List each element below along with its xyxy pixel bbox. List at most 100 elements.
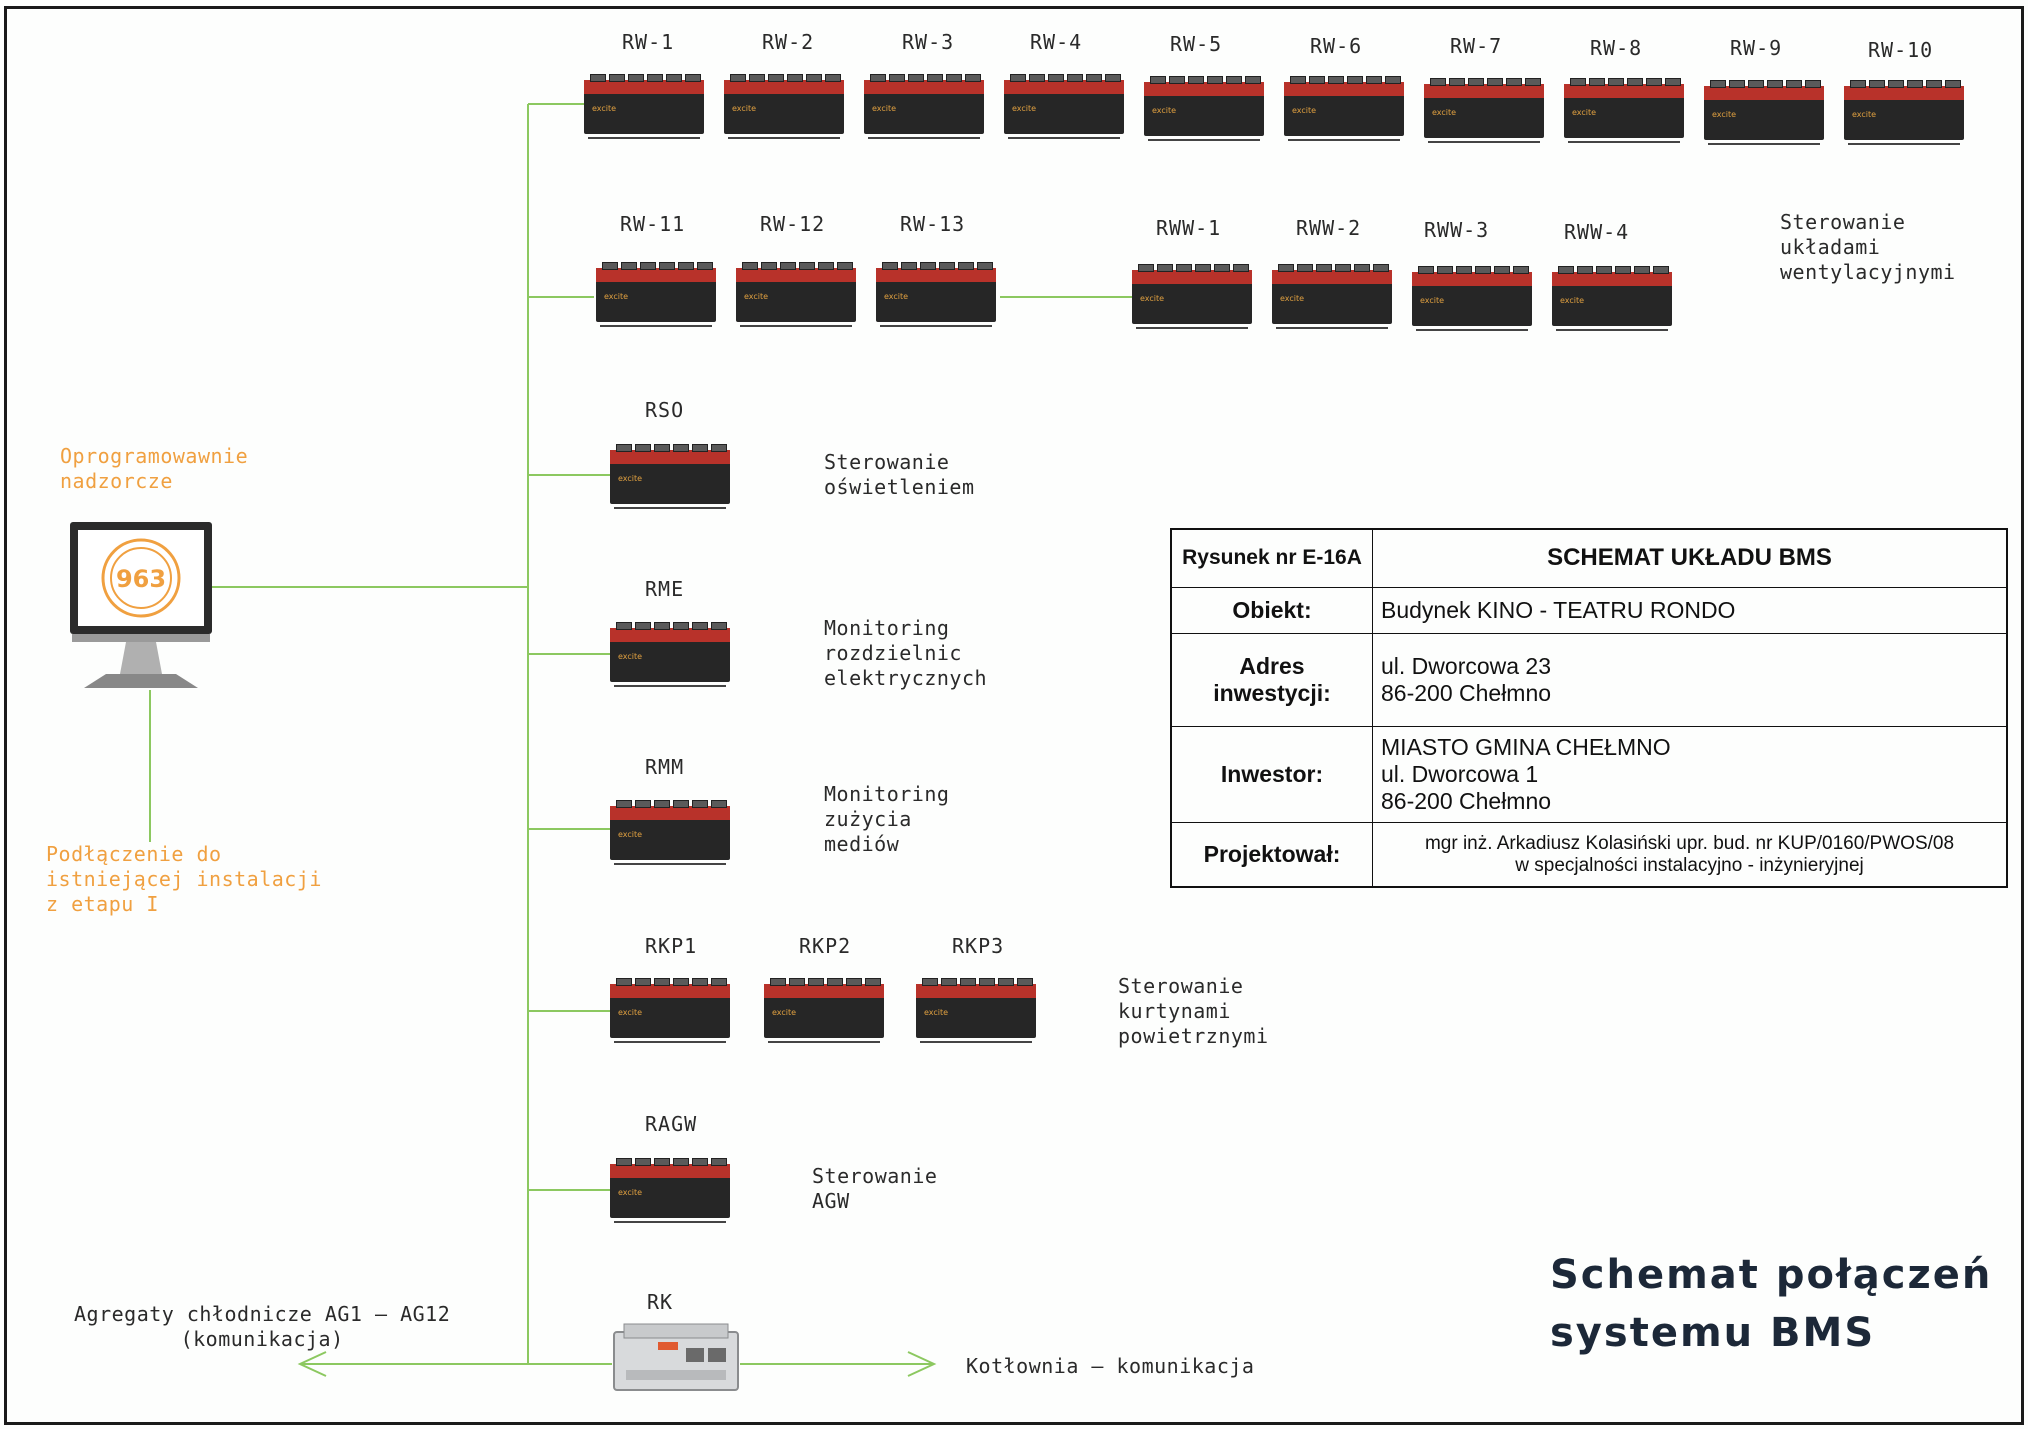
diagram-title-line2: systemu BMS (1550, 1310, 1876, 1356)
device-brand: excite (1560, 296, 1585, 305)
terminal-block (590, 74, 606, 82)
terminal-block (965, 74, 981, 82)
terminal-block (711, 444, 727, 452)
terminal-block (837, 262, 853, 270)
device-bottom-terminals (768, 1036, 880, 1043)
device-red-band (610, 984, 730, 998)
terminal-block (1608, 78, 1624, 86)
address-line: ul. Dworcowa 23 (1381, 652, 1552, 679)
controller-device: excite (916, 978, 1036, 1043)
controller-device: excite (1272, 264, 1392, 329)
lighting-description: Sterowanie oświetleniem (824, 450, 975, 499)
terminal-block (1278, 264, 1294, 272)
controller-device: excite (1424, 78, 1544, 143)
terminal-block (1615, 266, 1631, 274)
curtains-description: Sterowanie kurtynami powietrznymi (1118, 974, 1269, 1048)
device-red-band (1412, 272, 1532, 286)
device-red-band (724, 80, 844, 94)
designer-value: mgr inż. Arkadiusz Kolasiński upr. bud. … (1372, 822, 2008, 888)
device-label: RW-5 (1170, 32, 1223, 56)
device-red-band (1424, 84, 1544, 98)
device-brand: excite (618, 652, 643, 661)
terminal-block (654, 1158, 670, 1166)
device-brand: excite (1140, 294, 1165, 303)
device-red-band (610, 628, 730, 642)
terminal-block (635, 622, 651, 630)
switchboards-description: Monitoring rozdzielnic elektrycznych (824, 616, 988, 690)
device-bottom-terminals (600, 320, 712, 327)
terminal-block (1869, 80, 1885, 88)
device-body (876, 276, 996, 322)
device-label: RW-9 (1730, 36, 1783, 60)
device-brand: excite (1432, 108, 1457, 117)
device-red-band (1144, 82, 1264, 96)
terminal-block (692, 444, 708, 452)
existing-installation-label: Podłączenie do istniejącej instalacji z … (46, 842, 322, 916)
device-bottom-terminals (1276, 322, 1388, 329)
device-label: RW-2 (762, 30, 815, 54)
device-bottom-terminals (614, 502, 726, 509)
terminal-block (1048, 74, 1064, 82)
terminal-block (659, 262, 675, 270)
device-label: RW-8 (1590, 36, 1643, 60)
device-brand: excite (618, 1188, 643, 1197)
controller-device: excite (864, 74, 984, 139)
controller-device: excite (1144, 76, 1264, 141)
terminal-block (749, 74, 765, 82)
device-body (584, 88, 704, 134)
supervisory-software-label: Oprogramowawnie nadzorcze (60, 444, 249, 493)
device-label: RW-11 (620, 212, 686, 236)
terminal-block (1558, 266, 1574, 274)
device-label: RMM (645, 755, 685, 779)
device-label: RAGW (645, 1112, 698, 1136)
terminal-block (1570, 78, 1586, 86)
terminal-block (1086, 74, 1102, 82)
terminal-block (1653, 266, 1669, 274)
terminal-block (1767, 80, 1783, 88)
device-red-band (864, 80, 984, 94)
device-brand: excite (772, 1008, 797, 1017)
terminal-block (692, 800, 708, 808)
device-red-band (1132, 270, 1252, 284)
controller-device: excite (584, 74, 704, 139)
title-block-row: Inwestor: MIASTO GMINA CHEŁMNO ul. Dworc… (1170, 725, 2008, 824)
designer-label: Projektował: (1170, 822, 1373, 888)
terminal-block (1157, 264, 1173, 272)
terminal-block (827, 978, 843, 986)
controller-device: excite (876, 262, 996, 327)
terminal-block (1710, 80, 1726, 88)
device-label: RKP3 (952, 934, 1005, 958)
terminal-block (616, 444, 632, 452)
terminal-block (1067, 74, 1083, 82)
terminal-block (685, 74, 701, 82)
device-label: RW-13 (900, 212, 966, 236)
terminal-block (998, 978, 1014, 986)
terminal-block (616, 1158, 632, 1166)
terminal-block (711, 1158, 727, 1166)
device-bottom-terminals (1708, 138, 1820, 145)
terminal-block (654, 978, 670, 986)
chillers-label: Agregaty chłodnicze AG1 – AG12 (komunika… (74, 1302, 451, 1351)
terminal-block (1150, 76, 1166, 84)
device-body (736, 276, 856, 322)
terminal-block (1494, 266, 1510, 274)
device-body (1004, 88, 1124, 134)
device-bottom-terminals (920, 1036, 1032, 1043)
terminal-block (882, 262, 898, 270)
diagram-title-line1: Schemat połączeń (1550, 1252, 1993, 1298)
terminal-block (958, 262, 974, 270)
terminal-block (927, 74, 943, 82)
terminal-block (1805, 80, 1821, 88)
terminal-block (1577, 266, 1593, 274)
terminal-block (768, 74, 784, 82)
device-brand: excite (592, 104, 617, 113)
investor-label: Inwestor: (1170, 725, 1373, 824)
terminal-block (1437, 266, 1453, 274)
controller-device: excite (596, 262, 716, 327)
device-label: RW-10 (1868, 38, 1934, 62)
device-bottom-terminals (1568, 136, 1680, 143)
investor-line: MIASTO GMINA CHEŁMNO (1381, 733, 1671, 760)
device-bottom-terminals (1288, 134, 1400, 141)
controller-device: excite (610, 800, 730, 865)
title-block-row: Projektował: mgr inż. Arkadiusz Kolasińs… (1170, 822, 2008, 888)
